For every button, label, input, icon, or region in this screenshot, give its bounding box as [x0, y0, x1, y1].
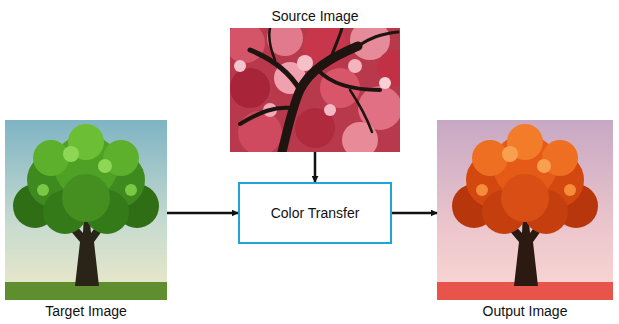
target-image: Target Image	[5, 120, 167, 300]
red-foliage	[230, 28, 400, 152]
target-photo	[5, 120, 167, 300]
orange-tree	[452, 124, 598, 286]
image-caption: Output Image	[483, 303, 568, 319]
process-box: Color Transfer	[238, 182, 392, 244]
tree-branches	[240, 28, 398, 152]
image-caption: Source Image	[271, 8, 358, 24]
box-label: Color Transfer	[271, 205, 360, 222]
green-foliage	[13, 124, 159, 234]
output-photo	[437, 120, 613, 300]
flow-arrow	[392, 212, 437, 215]
output-image: Output Image	[437, 120, 613, 300]
sky	[5, 120, 167, 300]
source-photo	[230, 28, 400, 152]
source-image: Source Image	[230, 28, 400, 152]
image-caption: Target Image	[45, 303, 127, 319]
flow-arrow	[314, 152, 317, 182]
flow-arrow	[167, 212, 238, 215]
sky	[437, 120, 613, 300]
